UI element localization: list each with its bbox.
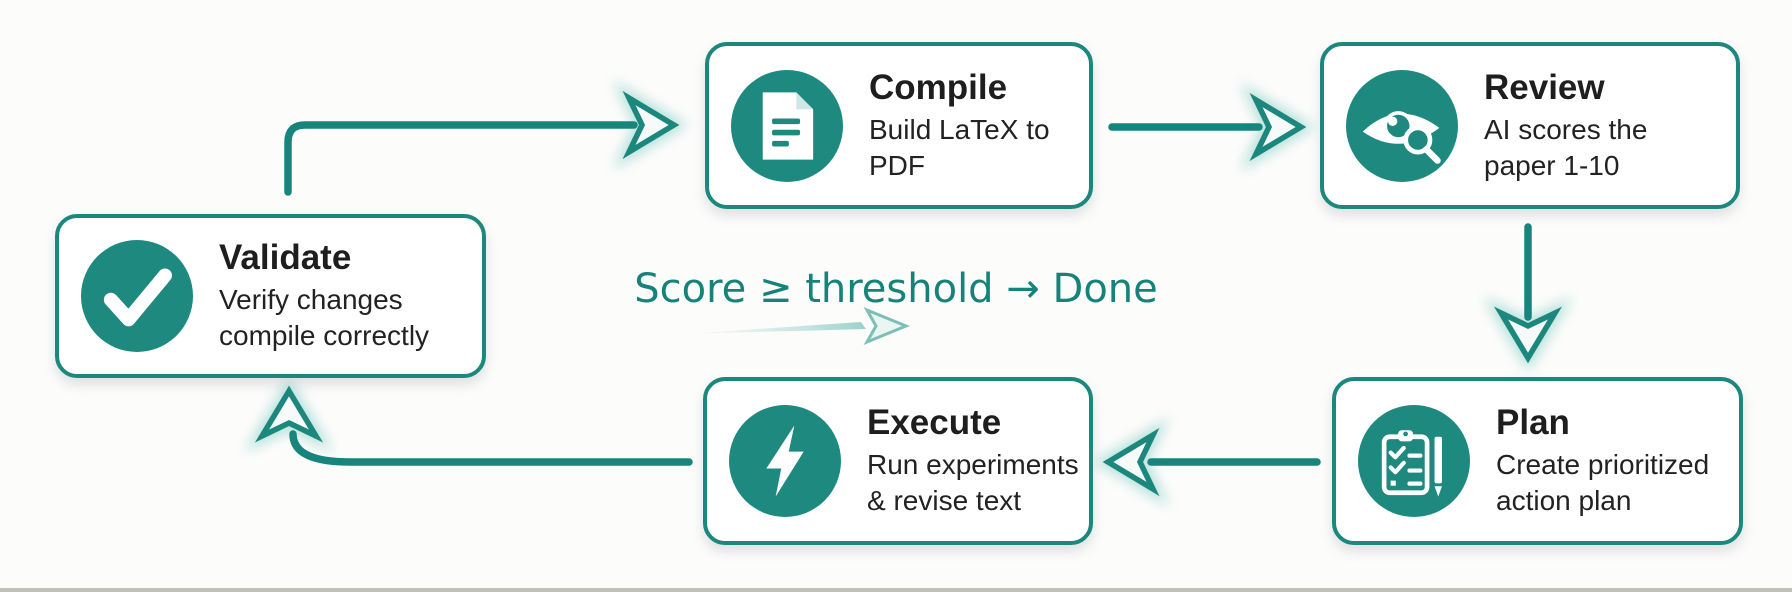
node-validate: Validate Verify changes compile correctl… xyxy=(55,214,486,378)
node-title: Review xyxy=(1484,67,1605,107)
node-subtitle: AI scores the paper 1-10 xyxy=(1484,113,1648,181)
arrow-validate-to-compile xyxy=(284,121,638,196)
node-subtitle: Create prioritized action plan xyxy=(1496,449,1710,516)
node-subtitle: Verify changes compile correctly xyxy=(219,284,430,351)
exit-condition-label: Score ≥ threshold → Done xyxy=(634,266,1158,312)
node-review: Review AI scores the paper 1-10 xyxy=(1320,42,1740,209)
arrowhead-left-icon xyxy=(1102,427,1160,497)
bottom-edge-line xyxy=(0,588,1792,592)
eye-magnifier-icon xyxy=(1346,69,1458,182)
arrowhead-right-icon xyxy=(1249,92,1307,162)
arrowhead-right-icon xyxy=(622,90,680,160)
lightning-icon xyxy=(729,405,841,517)
check-icon xyxy=(81,240,193,352)
node-plan: Plan Create prioritized action plan xyxy=(1332,377,1743,545)
node-title: Execute xyxy=(867,403,1002,442)
clipboard-checklist-icon xyxy=(1358,405,1470,517)
node-title: Compile xyxy=(869,67,1008,107)
node-execute: Execute Run experiments & revise text xyxy=(703,377,1093,545)
node-subtitle: Run experiments & revise text xyxy=(867,449,1079,516)
exit-arrow-icon xyxy=(683,306,910,346)
node-subtitle: Build LaTeX to PDF xyxy=(869,113,1050,181)
arrow-execute-to-validate xyxy=(289,430,693,466)
node-compile: Compile Build LaTeX to PDF xyxy=(705,42,1093,209)
arrowhead-up-icon xyxy=(254,385,324,443)
node-title: Validate xyxy=(219,238,352,277)
document-icon xyxy=(731,69,843,182)
node-title: Plan xyxy=(1496,403,1570,442)
arrowhead-down-icon xyxy=(1493,306,1563,364)
